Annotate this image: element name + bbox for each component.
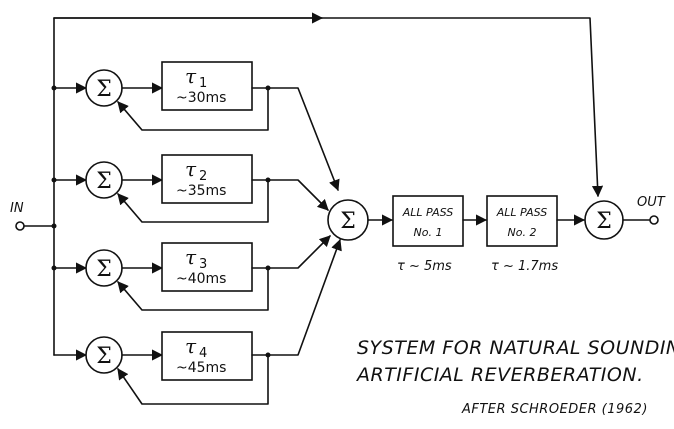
delay-box-2 xyxy=(161,154,253,204)
delay-box-1 xyxy=(161,61,253,111)
tau-subscript: 2 xyxy=(199,169,207,184)
feedback-2 xyxy=(117,179,269,223)
delay-label: ~30ms xyxy=(176,90,226,106)
comb-filter-1 xyxy=(53,61,340,192)
delay-label: ~35ms xyxy=(176,183,226,199)
allpass-name: ALL PASS xyxy=(496,206,547,219)
feedback-1 xyxy=(117,87,269,131)
feedback-4 xyxy=(117,354,269,405)
tau-subscript: 4 xyxy=(199,346,207,361)
tau-subscript: 1 xyxy=(199,76,207,91)
delay-label: ~40ms xyxy=(176,271,226,287)
sum-symbol: Σ xyxy=(340,209,356,234)
tau-symbol: τ xyxy=(185,64,197,88)
caption-line-1: SYSTEM FOR NATURAL SOUNDING xyxy=(357,337,674,359)
allpass-number: No. 1 xyxy=(414,226,443,239)
tau-symbol: τ xyxy=(185,245,197,269)
input-label: IN xyxy=(10,201,24,216)
tau-subscript: 3 xyxy=(199,257,207,272)
sum-symbol: Σ xyxy=(596,209,612,234)
allpass-delay: τ ~ 5ms xyxy=(397,259,452,274)
delay-box-3 xyxy=(161,242,253,292)
comb-filter-3 xyxy=(53,235,331,311)
output-terminal xyxy=(649,215,659,225)
allpass-name: ALL PASS xyxy=(402,206,453,219)
delay-label: ~45ms xyxy=(176,360,226,376)
tau-symbol: τ xyxy=(185,334,197,358)
input-terminal xyxy=(15,221,25,231)
allpass-number: No. 2 xyxy=(508,226,537,239)
comb-filter-2 xyxy=(53,154,329,223)
caption-line-2: ARTIFICIAL REVERBERATION. xyxy=(355,364,644,386)
sum-symbol: Σ xyxy=(96,257,112,282)
comb-filter-4 xyxy=(53,238,342,405)
output-label: OUT xyxy=(637,195,666,210)
allpass-box-1 xyxy=(392,195,464,247)
direct-bypass-path xyxy=(53,17,604,198)
sum-symbol: Σ xyxy=(96,344,112,369)
tau-symbol: τ xyxy=(185,157,197,181)
sum-symbol: Σ xyxy=(96,77,112,102)
caption-credit: AFTER SCHROEDER (1962) xyxy=(461,402,648,417)
delay-box-4 xyxy=(161,331,253,381)
feedback-3 xyxy=(117,267,269,311)
allpass-box-2 xyxy=(486,195,558,247)
sum-symbol: Σ xyxy=(96,169,112,194)
allpass-delay: τ ~ 1.7ms xyxy=(491,259,558,274)
